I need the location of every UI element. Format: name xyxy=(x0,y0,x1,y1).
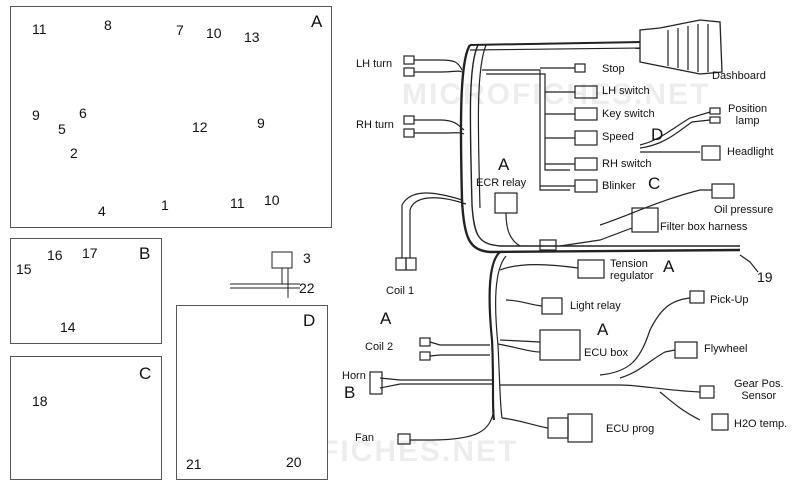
part-number-4: 4 xyxy=(98,203,106,219)
panel-a-letter: A xyxy=(311,12,323,31)
label-key-switch: Key switch xyxy=(602,108,655,120)
letter-regulator-a: A xyxy=(663,257,675,276)
letter-ecr-a: A xyxy=(498,155,510,174)
part-number-15: 15 xyxy=(16,261,32,277)
letter-coil2-a: A xyxy=(380,309,392,328)
part-number-3: 3 xyxy=(303,250,311,266)
part-number-12: 12 xyxy=(192,119,208,135)
part-number-20: 20 xyxy=(286,454,302,470)
label-gear-pos-sensor: Gear Pos. Sensor xyxy=(734,378,784,402)
harness-number-19: 19 xyxy=(757,269,773,285)
part-number-6: 6 xyxy=(79,105,87,121)
label-filter-box-harness: Filter box harness xyxy=(660,221,748,233)
part-number-21: 21 xyxy=(186,456,202,472)
label-coil-2: Coil 2 xyxy=(365,341,394,353)
part-number-11-right: 11 xyxy=(230,195,245,211)
label-coil-1: Coil 1 xyxy=(386,285,415,297)
part-number-9: 9 xyxy=(32,107,40,123)
part-number-2: 2 xyxy=(70,145,78,161)
label-lh-switch: LH switch xyxy=(602,85,650,97)
label-tension-regulator: Tension regulator xyxy=(610,258,654,282)
part-number-7: 7 xyxy=(176,22,184,38)
part-number-9-right: 9 xyxy=(257,115,265,131)
label-horn: Horn xyxy=(342,370,366,382)
label-position-lamp: Position lamp xyxy=(728,103,768,127)
part-number-8: 8 xyxy=(104,17,112,33)
label-pick-up: Pick-Up xyxy=(710,294,749,306)
panel-c-letter: C xyxy=(139,364,152,383)
label-rh-turn: RH turn xyxy=(356,119,394,131)
label-dashboard: Dashboard xyxy=(712,70,766,82)
part-number-5: 5 xyxy=(58,121,66,137)
letter-speed-d: D xyxy=(651,125,664,144)
label-fan: Fan xyxy=(355,432,374,444)
label-ecu-prog: ECU prog xyxy=(606,423,655,435)
part-number-10: 10 xyxy=(206,25,222,41)
part-number-22: 22 xyxy=(299,280,315,296)
letter-ecu-a: A xyxy=(597,320,609,339)
panel-d-letter: D xyxy=(303,311,316,330)
part-number-10-right: 10 xyxy=(264,192,280,208)
letter-horn-b: B xyxy=(344,383,356,402)
label-headlight: Headlight xyxy=(727,146,774,158)
panel-a: A xyxy=(10,6,332,228)
label-stop: Stop xyxy=(602,63,625,75)
label-blinker: Blinker xyxy=(602,180,636,192)
part-number-17: 17 xyxy=(82,245,98,261)
part-number-18: 18 xyxy=(32,393,48,409)
part-number-1: 1 xyxy=(161,197,169,213)
part-number-14: 14 xyxy=(60,319,76,335)
label-speed: Speed xyxy=(602,131,634,143)
panel-b: B xyxy=(10,238,162,344)
panel-b-letter: B xyxy=(139,244,151,263)
label-flywheel: Flywheel xyxy=(704,343,748,355)
label-ecr-relay: ECR relay xyxy=(476,177,527,189)
label-lh-turn: LH turn xyxy=(356,58,393,70)
part-number-13: 13 xyxy=(244,29,260,45)
letter-blinker-c: C xyxy=(648,174,661,193)
label-ecu-box: ECU box xyxy=(584,347,629,359)
label-h2o-temp: H2O temp. xyxy=(734,418,788,430)
label-light-relay: Light relay xyxy=(570,300,621,312)
label-oil-pressure: Oil pressure xyxy=(714,204,774,216)
part-number-16: 16 xyxy=(47,247,63,263)
panel-c: C xyxy=(10,356,162,480)
panel-d: D xyxy=(176,305,328,480)
label-rh-switch: RH switch xyxy=(602,158,652,170)
part-number-11: 11 xyxy=(32,21,47,37)
